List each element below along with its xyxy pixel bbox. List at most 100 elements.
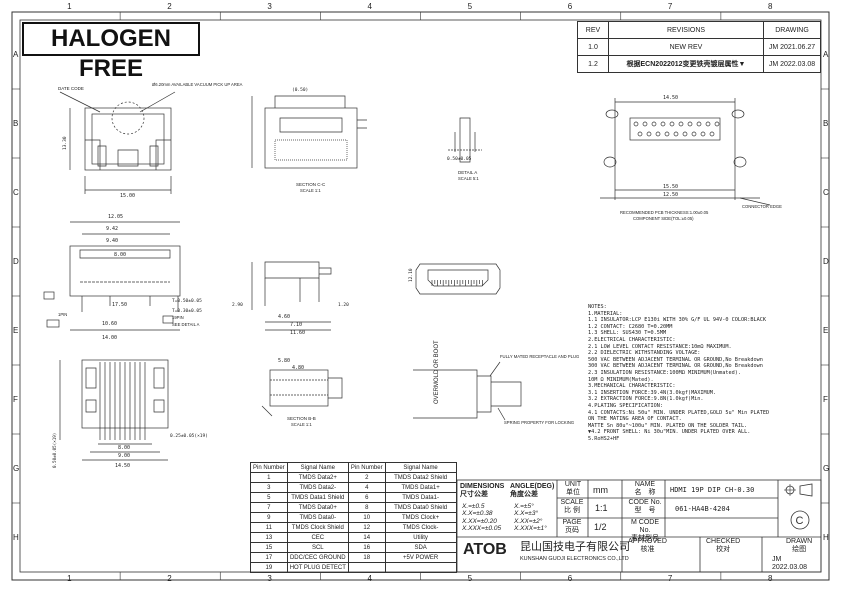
code-label: CODE No.型 号: [628, 499, 662, 515]
pin-cell: [384, 562, 457, 573]
unit-value: mm: [593, 485, 608, 495]
company-name-cn: 昆山国技电子有限公司: [520, 541, 630, 553]
scale-value: 1:1: [595, 503, 608, 513]
projection-symbol-icon: C: [784, 483, 813, 530]
grid-column-label: 1: [67, 574, 72, 583]
note-line: 10M Ω MINIMUM(Mated).: [588, 376, 654, 383]
pcb-layout-view: [600, 98, 771, 206]
pin-cell: TMDS Data0-: [286, 512, 349, 523]
pin-cell: 6: [347, 492, 386, 503]
part-name: HDMI 19P DIP CH-0.30: [670, 486, 755, 494]
grid-column-label: 2: [167, 2, 172, 11]
company-name-en: KUNSHAN GUOJI ELECTRONICS CO.,LTD: [520, 556, 629, 562]
pin-cell: 16: [347, 542, 386, 553]
note-line: 3.MECHANICAL CHARACTERISTIC:: [588, 383, 676, 390]
notes-block: NOTES:1.MATERIAL: 1.1 INSULATOR:LCP E130…: [588, 304, 828, 442]
pin-cell: TMDS Clock+: [384, 512, 457, 523]
dim-d29: 0.50±0.05(×19): [52, 433, 57, 468]
pin-cell: 11: [250, 522, 288, 533]
grid-row-label: F: [823, 394, 828, 404]
dim-d5: 8.00: [114, 252, 126, 258]
note-line: 1.1 INSULATOR:LCP E130i WITH 30% G/F UL …: [588, 317, 767, 324]
dim-d19: 14.50: [663, 95, 678, 101]
note-line: 1.3 SHELL: SUS430 T=0.5MM: [588, 330, 667, 337]
grid-row-label: C: [13, 187, 19, 197]
pin-header: Signal Name: [384, 462, 457, 473]
grid-row-label: A: [823, 49, 829, 59]
section-cc-scale: SCALE 1:1: [300, 188, 321, 193]
note-line: 2.1 LOW LEVEL CONTACT RESISTANCE:10mΩ MA…: [588, 343, 732, 350]
rev-header-rev: REV: [577, 21, 609, 39]
pin-cell: TMDS Clock Shield: [286, 522, 349, 533]
pin-cell: TMDS Data2-: [286, 482, 349, 493]
dim-d13: 7.10: [290, 322, 302, 328]
dim-d11: 14.50: [115, 463, 130, 469]
spring-label: SPRING PROPERTY FOR LOCKING: [504, 420, 574, 425]
section-cc-label: SECTION C-C: [296, 182, 326, 187]
dim-d8: 14.00: [102, 335, 117, 341]
pin-cell: 17: [250, 552, 288, 563]
note-line: 300 VAC BETWEEN ADJACENT TERMINAL OR GRO…: [588, 363, 763, 370]
detail-a-view: [448, 117, 482, 163]
dim-d15: 4.60: [278, 314, 290, 320]
dim-d26: T=0.30±0.05: [172, 308, 202, 314]
rev-row-rev: 1.2: [577, 55, 609, 73]
dim-d3: 9.42: [106, 226, 118, 232]
pin19-label: 19PIN: [172, 315, 184, 320]
pin-header: Pin Number: [347, 462, 386, 473]
pin-cell: DDC/CEC GROUND: [286, 552, 349, 563]
pcb-thickness-label: RECOMMENDED PCB THICKNESS:1.00±0.05: [620, 210, 709, 215]
grid-column-label: 5: [467, 574, 473, 583]
note-line: ▼4.2 FRONT SHELL: Ni 30u"MIN. UNDER PLAT…: [588, 429, 751, 436]
dim-d12: (0.50): [292, 87, 308, 93]
note-line: 5.RoHS2+HF: [588, 435, 620, 442]
note-line: MATTE Sn 80u"~100u" MIN. PLATED ON THE S…: [588, 422, 748, 429]
grid-column-label: 2: [167, 574, 172, 583]
fully-mated-label: FULLY MATED RECEPTACLE AND PLUG: [500, 354, 579, 359]
grid-row-label: E: [13, 325, 19, 335]
pin-cell: TMDS Data2 Shield: [384, 472, 457, 483]
rev-header-revisions: REVISIONS: [608, 21, 764, 39]
dim-d10: 9.00: [118, 453, 130, 459]
halogen-free-badge: HALOGEN FREE: [22, 22, 200, 82]
grid-column-label: 7: [667, 2, 673, 11]
rev-header-drawing: DRAWING: [763, 21, 821, 39]
grid-column-label: 3: [267, 2, 272, 11]
dim-d25: T=0.50±0.05: [172, 298, 202, 304]
grid-column-label: 1: [67, 2, 72, 11]
connector-edge-label: CONNECTOR EDGE: [742, 204, 782, 209]
angle-label: ANGLE(DEG) 角度公差: [510, 483, 555, 499]
grid-column-label: 7: [667, 574, 673, 583]
grid-column-label: 3: [267, 574, 272, 583]
grid-column-label: 6: [567, 2, 573, 11]
pin-cell: 19: [250, 562, 288, 573]
see-detail-label: SEE DETAIL A: [172, 322, 200, 327]
pin-cell: 14: [347, 532, 386, 543]
pin-header: Signal Name: [286, 462, 349, 473]
grid-column-label: 4: [367, 2, 372, 11]
pin-cell: 18: [347, 552, 386, 563]
note-line: 2.2 DIELECTRIC WITHSTANDING VOLTAGE:: [588, 350, 701, 357]
date-code-label: DATE CODE: [58, 86, 84, 91]
grid-row-label: G: [823, 463, 830, 473]
pin-cell: 13: [250, 532, 288, 543]
dim-d16: 5.80: [278, 358, 290, 364]
pin1-label: 1PIN: [58, 312, 67, 317]
grid-row-label: G: [13, 463, 20, 473]
dim-d21: 12.50: [663, 192, 678, 198]
dim-d2: 12.05: [108, 214, 123, 220]
note-line: NOTES:: [588, 304, 607, 310]
rev-row-desc: 根据ECN2022012变更铁壳镀层属性▼: [608, 55, 764, 73]
angular-tolerances: X.=±5°X.X=±3° X.XX=±2°X.XXX=±1°: [514, 503, 547, 533]
